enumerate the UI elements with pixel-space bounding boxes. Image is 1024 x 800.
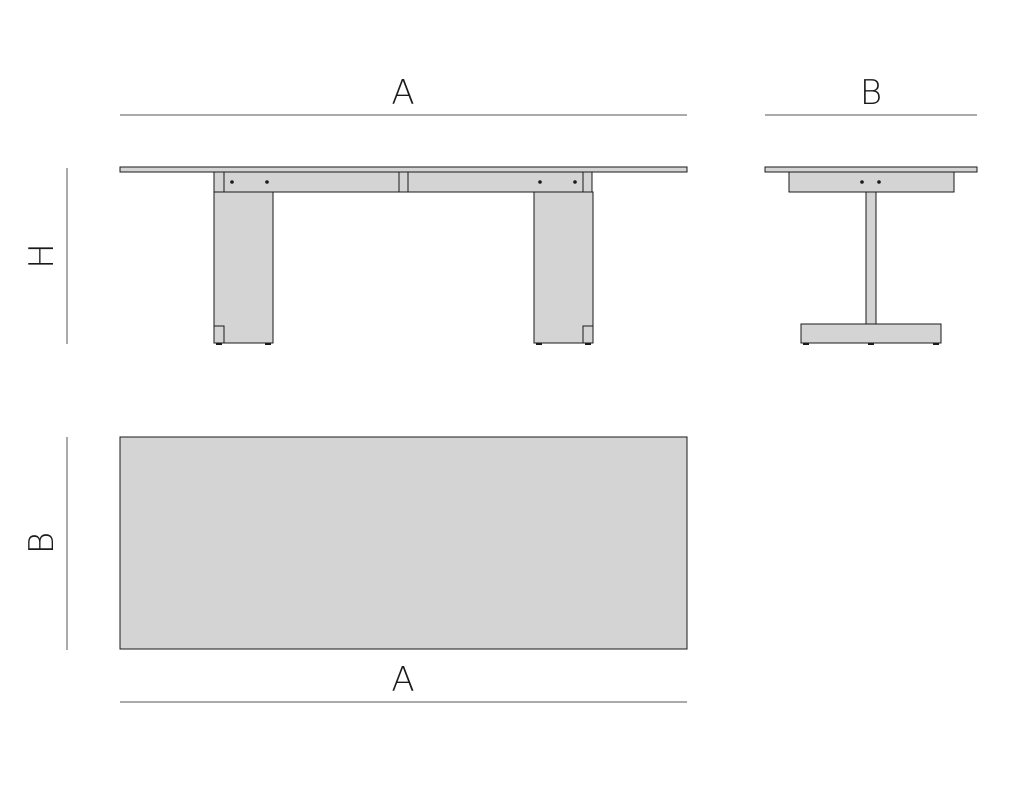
side-foot [933, 343, 939, 345]
front-bolt [265, 180, 269, 184]
front-elevation [119, 166, 688, 345]
front-leg-right-foot [585, 343, 591, 345]
dim-label-height: H [22, 243, 62, 269]
side-elevation [764, 166, 978, 345]
front-apron-joint [398, 171, 409, 193]
front-leg-right-foot [536, 343, 542, 345]
side-tabletop [764, 166, 978, 173]
front-bolt [573, 180, 577, 184]
front-leg-right-foot-plate [582, 325, 594, 344]
dim-label-front-width: A [391, 73, 414, 113]
front-bolt [538, 180, 542, 184]
dim-label-plan-width: A [391, 660, 414, 700]
front-leg-left [213, 191, 274, 344]
front-leg-right [533, 191, 594, 344]
dim-label-plan-depth: B [22, 532, 62, 554]
front-tabletop [119, 166, 688, 173]
side-foot [803, 343, 809, 345]
side-leg-stem [865, 191, 877, 325]
front-leg-left-foot [265, 343, 271, 345]
front-leg-left-foot-plate [213, 325, 225, 344]
plan-view-tabletop [119, 436, 688, 650]
front-leg-left-foot [216, 343, 222, 345]
side-bolt [877, 180, 881, 184]
side-apron [788, 171, 955, 193]
side-bolt [860, 180, 864, 184]
dim-label-side-width: B [860, 73, 882, 113]
side-leg-base [800, 323, 942, 344]
front-bolt [230, 180, 234, 184]
side-foot [868, 343, 874, 345]
